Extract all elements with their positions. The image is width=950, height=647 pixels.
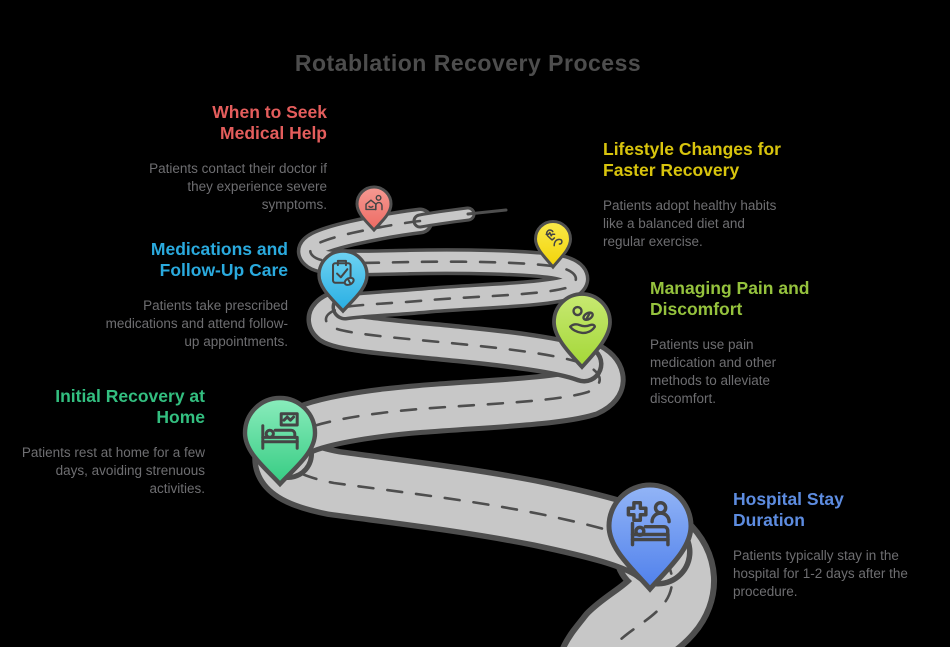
pin-when-to-seek-medical-help — [355, 185, 393, 233]
step-when-to-seek-medical-help: When to Seek Medical Help Patients conta… — [149, 102, 327, 214]
step-managing-pain: Managing Pain and Discomfort Patients us… — [650, 278, 840, 408]
step-description: Patients rest at home for a few days, av… — [21, 444, 205, 496]
pin-managing-pain — [552, 292, 612, 370]
step-description: Patients use pain medication and other m… — [650, 336, 777, 406]
step-description: Patients contact their doctor if they ex… — [149, 160, 327, 212]
healthy-heart-icon — [545, 229, 563, 247]
pin-initial-recovery-home — [242, 395, 318, 488]
page-title: Rotablation Recovery Process — [294, 50, 642, 76]
patient-contact-icon — [365, 194, 383, 211]
step-description: Patients typically stay in the hospital … — [733, 547, 908, 599]
step-heading: Managing Pain and Discomfort — [650, 278, 810, 320]
step-hospital-stay: Hospital Stay Duration Patients typicall… — [733, 489, 933, 601]
step-description: Patients adopt healthy habits like a bal… — [603, 197, 777, 249]
step-medications-follow-up: Medications and Follow-Up Care Patients … — [105, 239, 288, 351]
pin-lifestyle-changes — [533, 220, 573, 270]
pin-hospital-stay — [606, 482, 694, 593]
step-heading: Initial Recovery at Home — [55, 386, 205, 428]
step-heading: Medications and Follow-Up Care — [150, 239, 288, 281]
hospital-bed-icon — [626, 501, 671, 547]
step-heading: Lifestyle Changes for Faster Recovery — [603, 139, 781, 181]
pin-medications-follow-up — [317, 249, 369, 314]
step-description: Patients take prescribed medications and… — [105, 297, 288, 349]
clipboard-pill-icon — [331, 259, 355, 286]
step-lifestyle-changes: Lifestyle Changes for Faster Recovery Pa… — [603, 139, 808, 251]
step-heading: Hospital Stay Duration — [733, 489, 844, 531]
step-heading: When to Seek Medical Help — [212, 102, 327, 144]
road-center-dashes — [285, 219, 674, 647]
bed-rest-icon — [261, 412, 299, 450]
hand-pills-icon — [568, 305, 596, 335]
step-initial-recovery-home: Initial Recovery at Home Patients rest a… — [17, 386, 205, 498]
